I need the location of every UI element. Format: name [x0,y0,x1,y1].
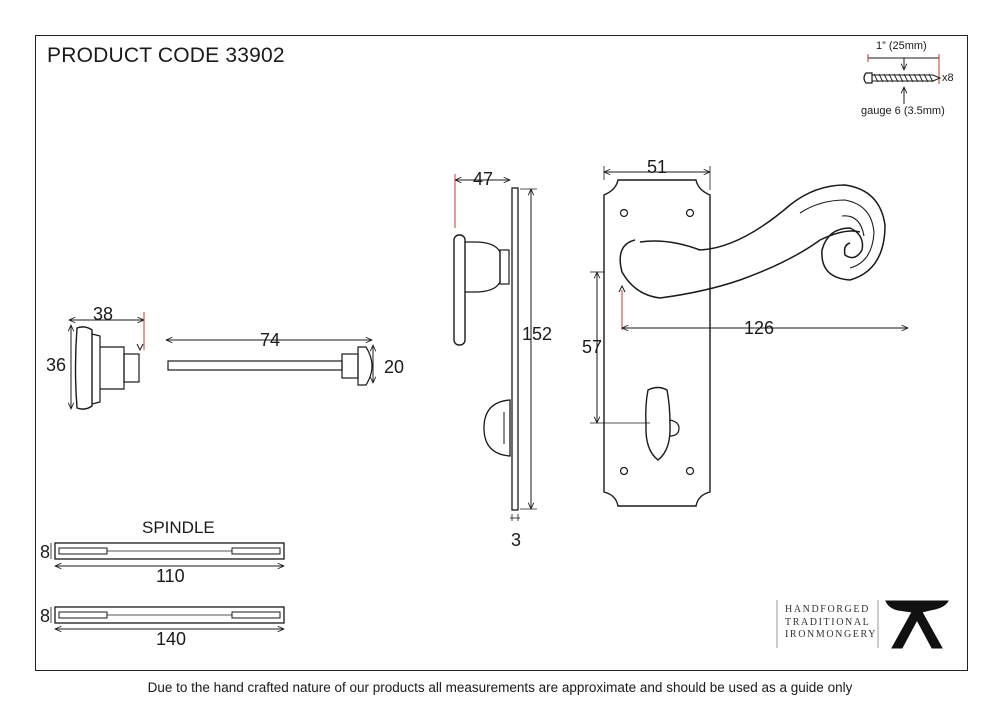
brand-line-1: HANDFORGED [785,604,870,615]
handle-front-elevation [590,166,908,507]
dim-side-projection: 47 [473,169,494,189]
screw-length-label: 1” (25mm) [876,40,927,52]
spindle-long-thickness: 8 [40,606,51,626]
thumbturn-side-view [69,312,144,410]
anvil-logo [776,600,949,649]
brand-text: HANDFORGED TRADITIONAL IRONMONGERY [785,604,877,642]
dim-thumbturn-width: 38 [93,304,114,324]
dim-plate-thickness: 3 [511,530,522,550]
screw-quantity-label: x8 [942,72,954,84]
dim-handle-height: 57 [582,337,603,357]
spindle-long-length: 140 [156,629,187,649]
brand-line-3: IRONMONGERY [785,629,878,640]
spindle-short-length: 110 [156,566,185,586]
screw-gauge-label: gauge 6 (3.5mm) [861,105,945,117]
emergency-release [166,340,373,386]
dim-release-diameter: 20 [384,357,405,377]
handle-side-elevation [453,174,537,521]
spindle-long [50,606,284,629]
dim-lever-length: 126 [744,318,775,338]
dim-release-length: 74 [260,330,281,350]
spindle-short-thickness: 8 [40,542,51,562]
disclaimer-footer: Due to the hand crafted nature of our pr… [147,680,853,695]
dim-plate-width: 51 [647,157,668,177]
screw-icon [863,54,942,104]
brand-line-2: TRADITIONAL [785,616,871,628]
product-code-title: PRODUCT CODE 33902 [47,44,285,67]
drawing-frame [35,35,968,671]
spindle-label: SPINDLE [142,518,215,537]
dim-thumbturn-height: 36 [46,355,67,375]
dim-plate-height: 152 [522,324,553,344]
spindle-short [50,542,284,566]
